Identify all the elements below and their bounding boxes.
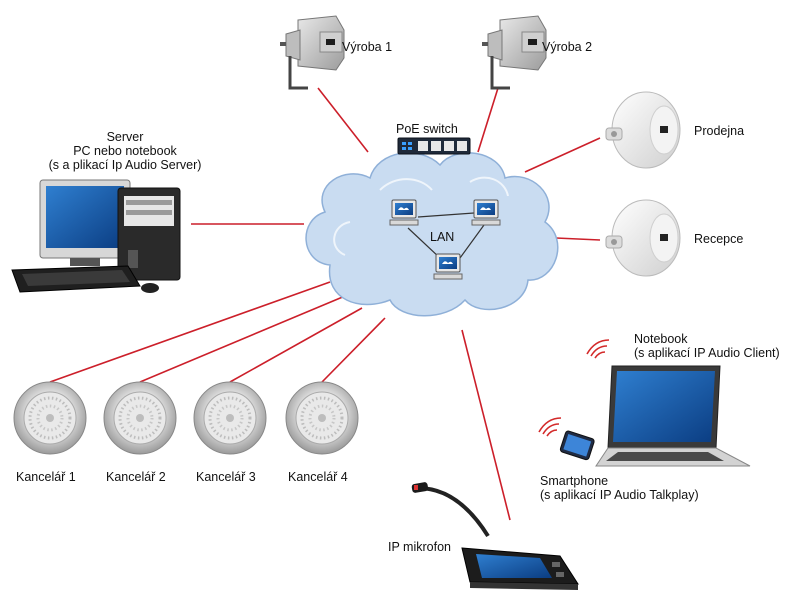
link-kancelar2: [139, 295, 346, 383]
lan-link-right: [459, 224, 485, 259]
wireless-icon: [594, 351, 606, 359]
link-kancelar3: [229, 307, 363, 383]
label-notebook-line2: (s aplikací IP Audio Client): [634, 346, 780, 360]
ceiling-speaker-icon: [193, 381, 267, 455]
computer-node-icon: [389, 199, 419, 226]
wall-speaker-icon: [605, 91, 681, 169]
desk-microphone-icon: [411, 482, 579, 590]
label-vyroba1: Výroba 1: [342, 40, 393, 54]
ceiling-speaker-icon: [13, 381, 87, 455]
label-kancelar-4: Kancelář 4: [288, 470, 348, 484]
desktop-pc-icon: [11, 179, 181, 293]
link-recepce: [555, 237, 601, 241]
wireless-icon: [546, 429, 558, 437]
label-prodejna: Prodejna: [694, 124, 745, 138]
label-smartphone-line1: Smartphone: [540, 474, 609, 488]
label-server: Server PC nebo notebook (s a plikací Ip …: [30, 130, 220, 172]
link-ip-mikrofon: [461, 329, 511, 521]
link-prodejna: [524, 137, 601, 173]
connection-lines: [49, 87, 601, 521]
lan-cloud-inner: [333, 176, 509, 256]
label-poe-switch: PoE switch: [396, 122, 458, 136]
label-smartphone: Smartphone (s aplikací IP Audio Talkplay…: [540, 474, 699, 502]
label-server-line3: (s a plikací Ip Audio Server): [48, 158, 202, 172]
wall-speaker-icon: [605, 199, 681, 277]
network-switch-icon: [397, 137, 471, 155]
laptop-icon: [595, 365, 751, 467]
wireless-icon: [542, 423, 560, 435]
computer-node-icon: [433, 253, 463, 280]
lan-link-top: [417, 212, 475, 218]
lan-cloud-shape: [305, 152, 559, 317]
horn-speaker-icon: [280, 15, 345, 90]
ceiling-speaker-icon: [103, 381, 177, 455]
wireless-icon: [590, 345, 608, 357]
label-server-line1: Server: [106, 130, 144, 144]
label-kancelar-3: Kancelář 3: [196, 470, 256, 484]
smartphone-icon: [559, 430, 595, 461]
label-notebook-line1: Notebook: [634, 332, 688, 346]
wireless-icon: [586, 339, 610, 355]
ceiling-speakers: [13, 381, 359, 455]
lan-cloud: [305, 152, 559, 317]
label-server-line2: PC nebo notebook: [73, 144, 177, 158]
wireless-waves: [538, 339, 610, 437]
label-lan: LAN: [430, 230, 455, 244]
label-smartphone-line2: (s aplikací IP Audio Talkplay): [540, 488, 699, 502]
label-vyroba2: Výroba 2: [542, 40, 593, 54]
label-recepce: Recepce: [694, 232, 744, 246]
label-kancelar-1: Kancelář 1: [16, 470, 76, 484]
label-kancelar-2: Kancelář 2: [106, 470, 166, 484]
link-kancelar4: [321, 317, 386, 383]
lan-links: [407, 212, 485, 259]
label-ip-mikrofon: IP mikrofon: [388, 540, 451, 554]
link-kancelar1: [49, 281, 331, 383]
computer-node-icon: [471, 199, 501, 226]
lan-link-left: [407, 227, 441, 259]
label-notebook: Notebook (s aplikací IP Audio Client): [634, 332, 780, 360]
ceiling-speaker-icon: [285, 381, 359, 455]
horn-speaker-icon: [482, 15, 547, 90]
wireless-icon: [538, 417, 562, 433]
link-vyroba1: [317, 87, 369, 153]
link-vyroba2: [477, 87, 499, 153]
